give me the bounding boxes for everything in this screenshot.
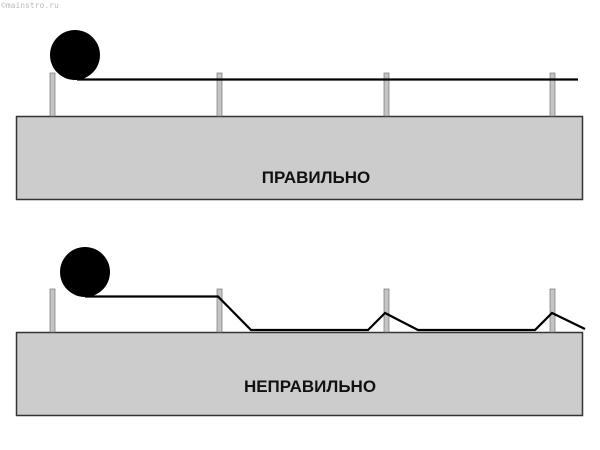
post [216,288,223,333]
post [216,72,223,117]
slab [15,115,584,201]
slab [15,331,584,417]
post [549,72,556,117]
post [383,72,390,117]
watermark: ©mainstro.ru [1,1,59,10]
post [383,288,390,333]
post [549,288,556,333]
post [49,288,56,333]
incorrect-panel: НЕПРАВИЛЬНО [15,247,586,417]
correct-panel: ПРАВИЛЬНО [15,30,584,201]
cable-sagging [85,295,586,332]
incorrect-label: НЕПРАВИЛЬНО [244,377,376,396]
post [49,72,56,117]
cable-drum [60,247,110,297]
cable-drum [50,30,100,80]
correct-label: ПРАВИЛЬНО [262,168,370,187]
